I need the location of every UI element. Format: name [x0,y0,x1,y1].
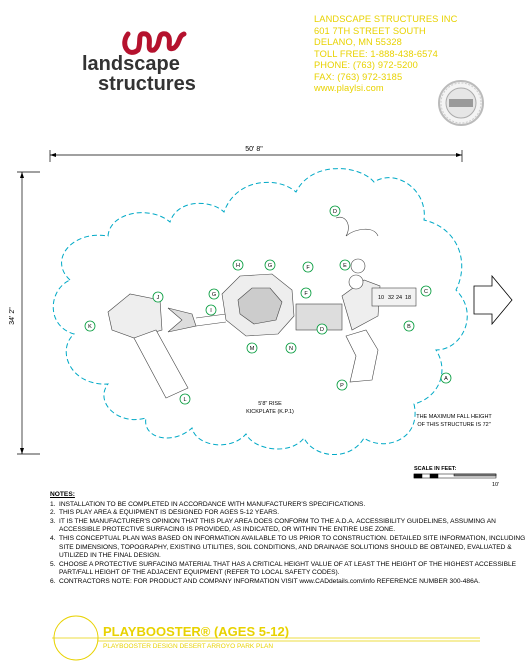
svg-text:G: G [212,292,216,298]
marker-i: I [205,304,217,316]
scale-label: SCALE IN FEET: [414,466,457,472]
notes-header: NOTES: [50,491,75,498]
marker-a: A [440,372,452,384]
marker-g: G [208,288,220,300]
svg-text:G: G [268,263,272,269]
svg-text:J: J [157,295,160,301]
scale-end-label: 10' [492,482,499,488]
company-city: DELANO, MN 55328 [314,37,402,47]
marker-j: J [152,291,164,303]
svg-text:K: K [88,324,92,330]
note-item: 2.THIS PLAY AREA & EQUIPMENT IS DESIGNED… [50,509,280,517]
svg-text:P: P [340,383,344,389]
company-tollfree: TOLL FREE: 1-888-438-6574 [314,48,438,59]
company-logo: landscape structures [80,14,230,102]
playground-plan: 50' 8" 34' 2" 10 32 24 18 A B C [9,146,513,488]
marker-m: M [246,342,258,354]
deck-height-label: 10 [378,295,384,301]
company-info: LANDSCAPE STRUCTURES INC 601 7TH STREET … [314,14,524,95]
company-address: 601 7TH STREET SOUTH [314,25,426,36]
marker-f: F [302,261,314,273]
svg-text:I: I [210,308,212,314]
company-name: LANDSCAPE STRUCTURES INC [314,14,458,24]
svg-text:M: M [250,346,255,352]
logo-text-structures: structures [98,73,196,95]
certification-seal-icon [436,78,486,128]
title-block-lines [52,615,480,661]
company-phone: PHONE: (763) 972-5200 [314,60,418,70]
marker-l: L [179,393,191,405]
marker-n: N [285,342,297,354]
page-title: PLAYBOOSTER® (AGES 5-12) [103,624,290,639]
component-markers: A B C D D E F F G G H I J K L M N P [84,205,452,405]
depth-dimension-label: 34' 2" [9,307,16,325]
note-item: 5.CHOOSE A PROTECTIVE SURFACING MATERIAL… [50,560,517,577]
svg-text:D: D [333,209,337,215]
deck-height-label: 32 [388,295,394,301]
svg-text:E: E [343,263,347,269]
svg-text:C: C [424,289,428,295]
marker-f: F [300,287,312,299]
company-website[interactable]: www.playlsi.com [314,83,384,93]
note-item: 1.INSTALLATION TO BE COMPLETED IN ACCORD… [50,500,366,508]
logo-text-landscape: landscape [82,53,180,75]
kickplate-note-line1: 5'8" RISE [258,401,282,407]
svg-text:F: F [306,265,310,271]
page-subtitle: PLAYBOOSTER DESIGN DESERT ARROYO PARK PL… [103,643,274,650]
marker-g: G [264,259,276,271]
deck-height-label: 18 [405,295,411,301]
marker-d: D [329,205,341,217]
note-item: 6.CONTRACTORS NOTE: FOR PRODUCT AND COMP… [50,577,480,585]
logo-swirl-icon [122,31,187,55]
fall-height-note-line2: OF THIS STRUCTURE IS 72" [417,422,490,428]
notes-section: NOTES: 1.INSTALLATION TO BE COMPLETED IN… [50,491,526,587]
svg-text:B: B [407,324,411,330]
note-item: 4.THIS CONCEPTUAL PLAN WAS BASED ON INFO… [50,534,526,560]
right-play-structure [335,216,417,383]
scale-bar [413,473,497,479]
kickplate-note-line2: KICKPLATE (K.P.1) [246,409,294,415]
direction-arrow-icon [473,274,513,326]
svg-text:L: L [183,397,186,403]
fall-height-note-line1: THE MAXIMUM FALL HEIGHT [416,414,492,420]
marker-c: C [420,285,432,297]
left-play-structure [107,293,227,399]
svg-text:N: N [289,346,293,352]
marker-b: B [403,320,415,332]
marker-p: P [336,379,348,391]
marker-h: H [232,259,244,271]
company-fax: FAX: (763) 972-3185 [314,71,403,82]
marker-k: K [84,320,96,332]
svg-text:H: H [236,263,240,269]
note-item: 3.IT IS THE MANUFACTURER'S OPINION THAT … [50,517,496,534]
deck-height-label: 24 [396,295,402,301]
surfacing-boundary [52,168,468,455]
svg-text:A: A [444,376,448,382]
svg-text:F: F [304,291,308,297]
marker-d: D [316,323,328,335]
svg-text:D: D [320,327,324,333]
width-dimension-label: 50' 8" [245,146,263,153]
marker-e: E [339,259,351,271]
